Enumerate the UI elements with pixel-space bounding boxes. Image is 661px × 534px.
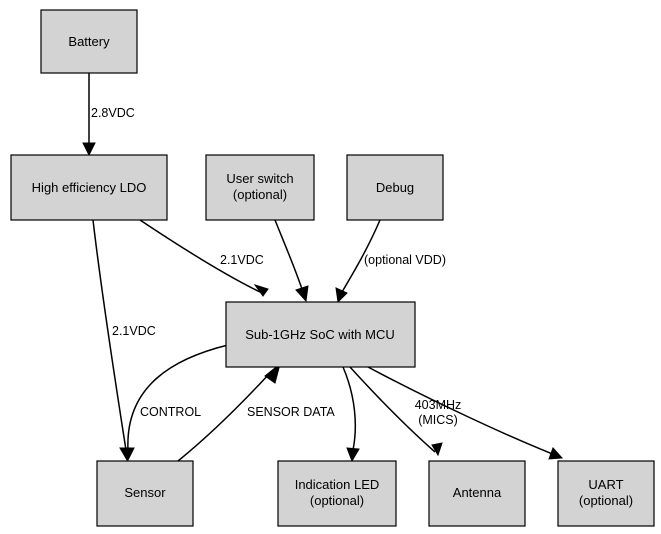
edge-label-ldo-soc: 2.1VDC (220, 253, 264, 267)
edge-label-text: (MICS) (418, 413, 458, 427)
edge-label-text: SENSOR DATA (247, 405, 335, 419)
edge-label-battery-ldo: 2.8VDC (91, 106, 135, 120)
edge-label-text: 403MHz (415, 398, 462, 412)
node-debug: Debug (346, 154, 444, 221)
node-label: Battery (68, 34, 110, 49)
node-label: Debug (376, 180, 414, 195)
edge-soc-to-uart (367, 366, 564, 460)
edge-soc-to-sensor (121, 344, 229, 462)
edge-ldo-to-soc (139, 219, 269, 297)
edge-ldo-to-sensor (92, 219, 133, 462)
edge-label-soc-sensor: CONTROL (140, 405, 201, 419)
edge-label-text: 2.8VDC (91, 106, 135, 120)
node-indication-led: Indication LED (optional) (277, 460, 397, 527)
node-battery: Battery (40, 9, 138, 74)
node-label: Indication LED (295, 477, 380, 492)
edge-switch-to-soc (274, 219, 309, 303)
edge-soc-to-antenna (349, 366, 443, 457)
edge-label-text: (optional VDD) (364, 253, 446, 267)
edge-debug-to-soc (335, 219, 381, 304)
node-user-switch: User switch (optional) (205, 154, 315, 221)
node-uart: UART (optional) (557, 460, 655, 527)
node-label: User switch (226, 171, 293, 186)
node-label: High efficiency LDO (32, 180, 147, 195)
edge-label-sensor-soc: SENSOR DATA (247, 405, 335, 419)
edge-label-soc-antenna: 403MHz (MICS) (415, 398, 462, 427)
edge-soc-to-led (342, 366, 360, 463)
edge-label-text: CONTROL (140, 405, 201, 419)
node-label: (optional) (233, 187, 287, 202)
node-label: Sensor (124, 485, 166, 500)
edge-label-debug-soc: (optional VDD) (364, 253, 446, 267)
node-label: UART (588, 477, 623, 492)
node-soc: Sub-1GHz SoC with MCU (225, 301, 416, 368)
node-label: Antenna (453, 485, 502, 500)
edge-sensor-to-soc (177, 362, 281, 462)
node-label: Sub-1GHz SoC with MCU (245, 327, 395, 342)
edge-label-text: 2.1VDC (220, 253, 264, 267)
node-antenna: Antenna (428, 460, 526, 527)
edge-label-ldo-sensor: 2.1VDC (112, 324, 156, 338)
edge-battery-to-ldo (82, 73, 96, 157)
node-label: (optional) (579, 493, 633, 508)
edge-label-text: 2.1VDC (112, 324, 156, 338)
node-label: (optional) (310, 493, 364, 508)
node-ldo: High efficiency LDO (10, 154, 168, 221)
node-sensor: Sensor (96, 460, 194, 527)
